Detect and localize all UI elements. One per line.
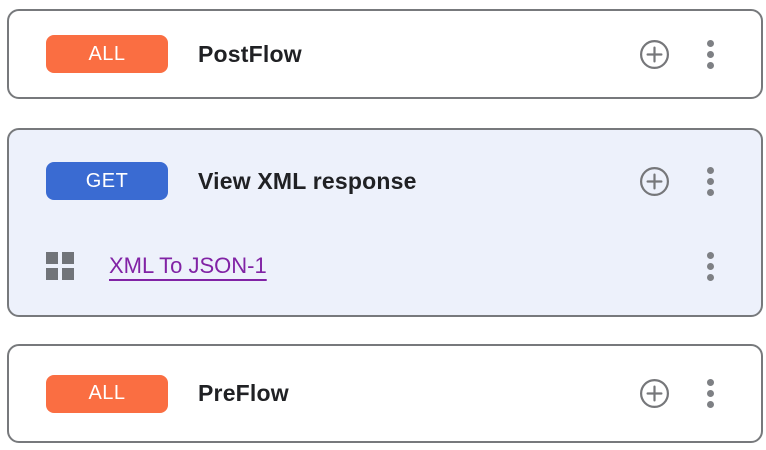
flow-header-row: GET View XML response xyxy=(9,161,761,201)
flow-title-preflow: PreFlow xyxy=(198,380,289,406)
method-badge-get: GET xyxy=(46,162,168,200)
policy-actions xyxy=(703,250,717,282)
plus-circle-icon xyxy=(640,379,669,408)
more-menu-button[interactable] xyxy=(703,38,717,70)
flow-actions xyxy=(639,165,717,197)
flow-card-preflow: ALL PreFlow xyxy=(7,344,763,443)
more-menu-button[interactable] xyxy=(703,378,717,410)
flow-title-view-xml-response: View XML response xyxy=(198,167,417,194)
flow-actions xyxy=(639,378,717,410)
plus-circle-icon xyxy=(640,39,669,69)
flow-card-view-xml-response: GET View XML response xyxy=(7,128,763,317)
three-dot-vertical-icon xyxy=(706,166,714,174)
flow-title-postflow: PostFlow xyxy=(198,40,302,67)
method-badge-all: ALL xyxy=(46,374,168,413)
three-dot-vertical-icon xyxy=(706,251,714,259)
policy-link-xml-to-json[interactable]: XML To JSON-1 xyxy=(109,253,267,278)
policy-row: XML To JSON-1 xyxy=(9,246,761,286)
method-badge-all: ALL xyxy=(46,35,168,73)
more-menu-button[interactable] xyxy=(703,165,717,197)
grid-handle-icon[interactable] xyxy=(46,252,74,280)
add-step-button[interactable] xyxy=(639,39,670,70)
flow-header-row: ALL PreFlow xyxy=(9,346,761,441)
add-step-button[interactable] xyxy=(639,378,670,409)
add-step-button[interactable] xyxy=(639,166,670,197)
three-dot-vertical-icon xyxy=(706,39,714,47)
flow-actions xyxy=(639,38,717,70)
plus-circle-icon xyxy=(640,166,669,196)
flow-header-row: ALL PostFlow xyxy=(9,11,761,97)
three-dot-vertical-icon xyxy=(706,379,714,386)
more-menu-button[interactable] xyxy=(703,250,717,282)
flow-card-postflow: ALL PostFlow xyxy=(7,9,763,99)
